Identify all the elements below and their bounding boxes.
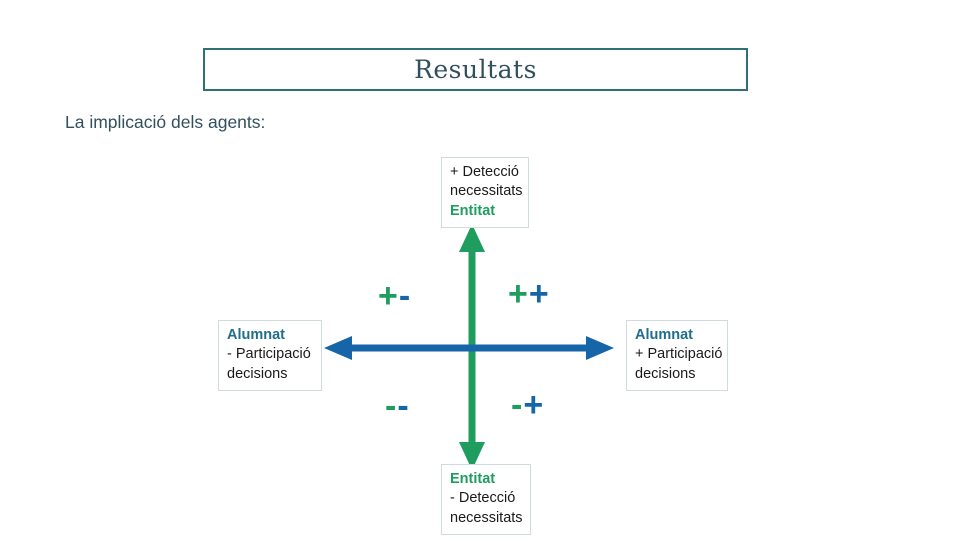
label-box-right-line2: + Participació <box>635 346 723 363</box>
label-box-top-line1: + Detecció <box>450 164 519 180</box>
label-box-top-line3: Entitat <box>450 202 496 219</box>
label-box-bottom-line3: necessitats <box>450 509 523 526</box>
slide-subtitle: La implicació dels agents: <box>65 112 266 132</box>
vertical-axis-arrow <box>459 224 485 470</box>
quadrant-sign-bottom-right-entitat: - <box>511 386 524 424</box>
label-box-left: Alumnat - Participació decisions <box>218 320 322 391</box>
quadrant-sign-top-right-alumnat: + <box>528 275 550 313</box>
quadrant-sign-bottom-left-entitat: - <box>385 387 398 425</box>
quadrant-sign-top-left-entitat: + <box>378 277 399 315</box>
quadrant-sign-top-left: +- <box>378 279 411 313</box>
page-title: Resultats <box>414 55 537 84</box>
label-box-bottom-line2: - Detecció <box>450 490 516 507</box>
quadrant-sign-bottom-left-alumnat: - <box>397 387 410 425</box>
quadrant-sign-bottom-left: -- <box>385 389 410 423</box>
quadrant-sign-bottom-right: -+ <box>511 388 544 422</box>
label-box-right: Alumnat + Participació decisions <box>626 320 728 391</box>
quadrant-sign-top-right: ++ <box>508 277 550 311</box>
quadrant-sign-top-left-alumnat: - <box>398 277 412 315</box>
quadrant-sign-bottom-right-alumnat: + <box>523 386 545 424</box>
horizontal-axis-arrow <box>324 336 614 360</box>
quadrant-sign-top-right-entitat: + <box>508 275 529 313</box>
label-box-top-line2: necessitats <box>450 183 523 200</box>
label-box-top: + Detecció necessitats Entitat <box>441 157 529 228</box>
slide-title-box: Resultats <box>203 48 748 91</box>
label-box-left-line1: Alumnat <box>227 327 285 343</box>
label-box-right-line1: Alumnat <box>635 327 693 343</box>
label-box-left-line2: - Participació <box>227 346 311 363</box>
label-box-left-line3: decisions <box>227 365 288 382</box>
label-box-bottom-line1: Entitat <box>450 471 496 487</box>
label-box-bottom: Entitat - Detecció necessitats <box>441 464 531 535</box>
label-box-right-line3: decisions <box>635 365 696 382</box>
